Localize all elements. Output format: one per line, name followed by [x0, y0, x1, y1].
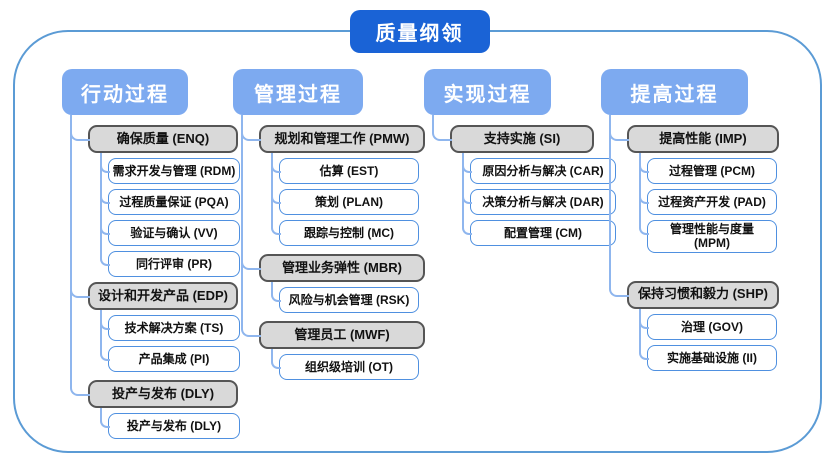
child-item: 过程质量保证 (PQA) — [100, 184, 240, 215]
process-area-box: 管理员工 (MWF) — [259, 321, 425, 349]
child-list: 过程管理 (PCM) 过程资产开发 (PAD) 管理性能与度量 (MPM) — [639, 153, 779, 253]
group: 提高性能 (IMP) 过程管理 (PCM) 过程资产开发 (PAD) 管理性能与… — [609, 115, 779, 253]
child-item: 产品集成 (PI) — [100, 341, 240, 372]
process-area-box: 支持实施 (SI) — [450, 125, 594, 153]
diagram-title: 质量纲领 — [349, 10, 490, 53]
column-header-improvement: 提高过程 — [601, 69, 748, 115]
group-list: 规划和管理工作 (PMW) 估算 (EST) 策划 (PLAN) 跟踪与控制 (… — [241, 115, 425, 380]
process-area-box: 设计和开发产品 (EDP) — [88, 282, 238, 310]
group: 管理员工 (MWF) 组织级培训 (OT) — [241, 313, 425, 380]
practice-box: 管理性能与度量 (MPM) — [647, 220, 777, 253]
column-header-realization: 实现过程 — [424, 69, 551, 115]
child-item: 技术解决方案 (TS) — [100, 310, 240, 341]
child-item: 风险与机会管理 (RSK) — [271, 282, 425, 313]
practice-box: 产品集成 (PI) — [108, 346, 240, 372]
practice-box: 需求开发与管理 (RDM) — [108, 158, 240, 184]
practice-box: 过程管理 (PCM) — [647, 158, 777, 184]
column-action-process: 行动过程 确保质量 (ENQ) 需求开发与管理 (RDM) 过程质量保证 (PQ… — [62, 69, 240, 439]
group: 支持实施 (SI) 原因分析与解决 (CAR) 决策分析与解决 (DAR) 配置… — [432, 115, 616, 246]
child-item: 配置管理 (CM) — [462, 215, 616, 246]
child-list: 技术解决方案 (TS) 产品集成 (PI) — [100, 310, 240, 372]
practice-box: 跟踪与控制 (MC) — [279, 220, 419, 246]
process-area-box: 管理业务弹性 (MBR) — [259, 254, 425, 282]
child-item: 原因分析与解决 (CAR) — [462, 153, 616, 184]
child-item: 策划 (PLAN) — [271, 184, 425, 215]
child-list: 需求开发与管理 (RDM) 过程质量保证 (PQA) 验证与确认 (VV) 同行… — [100, 153, 240, 277]
group: 确保质量 (ENQ) 需求开发与管理 (RDM) 过程质量保证 (PQA) 验证… — [70, 115, 240, 277]
child-item: 过程管理 (PCM) — [639, 153, 779, 184]
practice-box: 策划 (PLAN) — [279, 189, 419, 215]
column-header-action: 行动过程 — [62, 69, 188, 115]
practice-box: 同行评审 (PR) — [108, 251, 240, 277]
practice-box: 验证与确认 (VV) — [108, 220, 240, 246]
child-list: 原因分析与解决 (CAR) 决策分析与解决 (DAR) 配置管理 (CM) — [462, 153, 616, 246]
child-item: 跟踪与控制 (MC) — [271, 215, 425, 246]
practice-box: 估算 (EST) — [279, 158, 419, 184]
practice-box: 过程质量保证 (PQA) — [108, 189, 240, 215]
practice-box: 组织级培训 (OT) — [279, 354, 419, 380]
process-area-box: 确保质量 (ENQ) — [88, 125, 238, 153]
child-item: 验证与确认 (VV) — [100, 215, 240, 246]
child-item: 估算 (EST) — [271, 153, 425, 184]
column-realization-process: 实现过程 支持实施 (SI) 原因分析与解决 (CAR) 决策分析与解决 (DA… — [424, 69, 616, 246]
child-item: 决策分析与解决 (DAR) — [462, 184, 616, 215]
column-management-process: 管理过程 规划和管理工作 (PMW) 估算 (EST) 策划 (PLAN) 跟踪… — [233, 69, 425, 380]
group: 设计和开发产品 (EDP) 技术解决方案 (TS) 产品集成 (PI) — [70, 277, 240, 372]
practice-box: 治理 (GOV) — [647, 313, 777, 340]
child-item: 需求开发与管理 (RDM) — [100, 153, 240, 184]
child-item: 同行评审 (PR) — [100, 246, 240, 277]
child-item: 过程资产开发 (PAD) — [639, 184, 779, 215]
group: 规划和管理工作 (PMW) 估算 (EST) 策划 (PLAN) 跟踪与控制 (… — [241, 115, 425, 246]
group: 保持习惯和毅力 (SHP) 治理 (GOV) 实施基础设施 (II) — [609, 252, 779, 371]
practice-box: 风险与机会管理 (RSK) — [279, 287, 419, 313]
group-list: 提高性能 (IMP) 过程管理 (PCM) 过程资产开发 (PAD) 管理性能与… — [609, 115, 779, 371]
process-area-box: 投产与发布 (DLY) — [88, 380, 238, 408]
practice-box: 原因分析与解决 (CAR) — [470, 158, 616, 184]
process-area-box: 提高性能 (IMP) — [627, 125, 779, 153]
child-list: 估算 (EST) 策划 (PLAN) 跟踪与控制 (MC) — [271, 153, 425, 246]
child-list: 治理 (GOV) 实施基础设施 (II) — [639, 308, 779, 371]
child-list: 组织级培训 (OT) — [271, 349, 425, 380]
practice-box: 决策分析与解决 (DAR) — [470, 189, 616, 215]
column-improvement-process: 提高过程 提高性能 (IMP) 过程管理 (PCM) 过程资产开发 (PAD) … — [601, 69, 779, 371]
group-list: 支持实施 (SI) 原因分析与解决 (CAR) 决策分析与解决 (DAR) 配置… — [432, 115, 616, 246]
child-item: 管理性能与度量 (MPM) — [639, 215, 779, 253]
child-list: 投产与发布 (DLY) — [100, 408, 240, 439]
child-item: 投产与发布 (DLY) — [100, 408, 240, 439]
child-item: 治理 (GOV) — [639, 308, 779, 340]
child-item: 组织级培训 (OT) — [271, 349, 425, 380]
practice-box: 投产与发布 (DLY) — [108, 413, 240, 439]
practice-box: 配置管理 (CM) — [470, 220, 616, 246]
child-item: 实施基础设施 (II) — [639, 339, 779, 371]
process-area-box: 规划和管理工作 (PMW) — [259, 125, 425, 153]
group-list: 确保质量 (ENQ) 需求开发与管理 (RDM) 过程质量保证 (PQA) 验证… — [70, 115, 240, 439]
child-list: 风险与机会管理 (RSK) — [271, 282, 425, 313]
practice-box: 技术解决方案 (TS) — [108, 315, 240, 341]
group: 管理业务弹性 (MBR) 风险与机会管理 (RSK) — [241, 246, 425, 313]
practice-box: 实施基础设施 (II) — [647, 344, 777, 371]
column-header-management: 管理过程 — [233, 69, 363, 115]
process-area-box: 保持习惯和毅力 (SHP) — [627, 280, 779, 309]
group: 投产与发布 (DLY) 投产与发布 (DLY) — [70, 372, 240, 439]
practice-box: 过程资产开发 (PAD) — [647, 189, 777, 215]
